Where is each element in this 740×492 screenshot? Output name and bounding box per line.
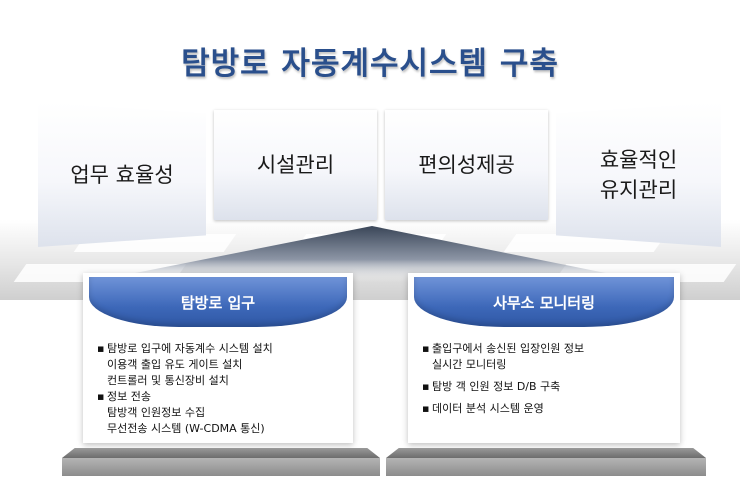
- pillar-label-line1: 효율적인: [599, 147, 678, 172]
- bullet-icon: ▪: [422, 380, 430, 393]
- item-line: 무선전송 시스템 (W-CDMA 통신): [107, 422, 265, 435]
- card-header: 탐방로 입구: [89, 277, 347, 327]
- platform-top: [386, 448, 706, 458]
- bullet-icon: ▪: [422, 342, 430, 355]
- item-line: 정보 전송: [107, 390, 151, 403]
- item-line: 데이터 분석 시스템 운영: [432, 402, 544, 415]
- pillar-label: 시설관리: [256, 153, 335, 177]
- page-title: 탐방로 자동계수시스템 구축: [181, 46, 559, 82]
- card-body: ▪ 출입구에서 송신된 입장인원 정보 실시간 모니터링 ▪ 탐방 객 인원 정…: [422, 341, 670, 423]
- pillar-work-efficiency: 업무 효율성: [38, 102, 206, 247]
- card-title: 사무소 모니터링: [493, 293, 595, 312]
- item-line: 컨트롤러 및 통신장비 설치: [107, 374, 229, 387]
- item-line: 실시간 모니터링: [432, 358, 507, 371]
- item-line: 탐방로 입구에 자동계수 시스템 설치: [107, 342, 273, 355]
- list-item: ▪ 탐방로 입구에 자동계수 시스템 설치 이용객 출입 유도 게이트 설치 컨…: [97, 341, 343, 389]
- list-item: ▪ 출입구에서 송신된 입장인원 정보 실시간 모니터링: [422, 341, 670, 373]
- list-item: ▪ 탐방 객 인원 정보 D/B 구축: [422, 379, 670, 395]
- card-office-monitoring: 사무소 모니터링 ▪ 출입구에서 송신된 입장인원 정보 실시간 모니터링 ▪ …: [408, 273, 680, 443]
- bullet-icon: ▪: [422, 402, 430, 415]
- platform-base-right: [386, 448, 706, 476]
- floor-tile: [293, 234, 447, 252]
- card-title: 탐방로 입구: [180, 293, 256, 312]
- pillar-label: 편의성제공: [418, 153, 515, 177]
- platform-top: [62, 448, 380, 458]
- card-body: ▪ 탐방로 입구에 자동계수 시스템 설치 이용객 출입 유도 게이트 설치 컨…: [97, 341, 343, 437]
- pillar-facility-management: 시설관리: [214, 110, 377, 220]
- platform-front: [62, 458, 380, 476]
- platform-front: [386, 458, 706, 476]
- bullet-icon: ▪: [97, 390, 105, 403]
- item-line: 이용객 출입 유도 게이트 설치: [107, 358, 243, 371]
- card-trail-entrance: 탐방로 입구 ▪ 탐방로 입구에 자동계수 시스템 설치 이용객 출입 유도 게…: [83, 273, 353, 443]
- item-line: 탐방객 인원정보 수집: [107, 406, 206, 419]
- pillar-efficient-maintenance: 효율적인 유지관리: [556, 102, 721, 247]
- bullet-icon: ▪: [97, 342, 105, 355]
- item-line: 출입구에서 송신된 입장인원 정보: [432, 342, 585, 355]
- list-item: ▪ 데이터 분석 시스템 운영: [422, 401, 670, 417]
- pillar-convenience: 편의성제공: [385, 110, 548, 220]
- pillar-label: 업무 효율성: [70, 162, 174, 187]
- list-item: ▪ 정보 전송 탐방객 인원정보 수집 무선전송 시스템 (W-CDMA 통신): [97, 389, 343, 437]
- card-header: 사무소 모니터링: [414, 277, 674, 327]
- platform-base-left: [62, 448, 380, 476]
- item-line: 탐방 객 인원 정보 D/B 구축: [432, 380, 561, 393]
- pillar-label-line2: 유지관리: [599, 177, 678, 202]
